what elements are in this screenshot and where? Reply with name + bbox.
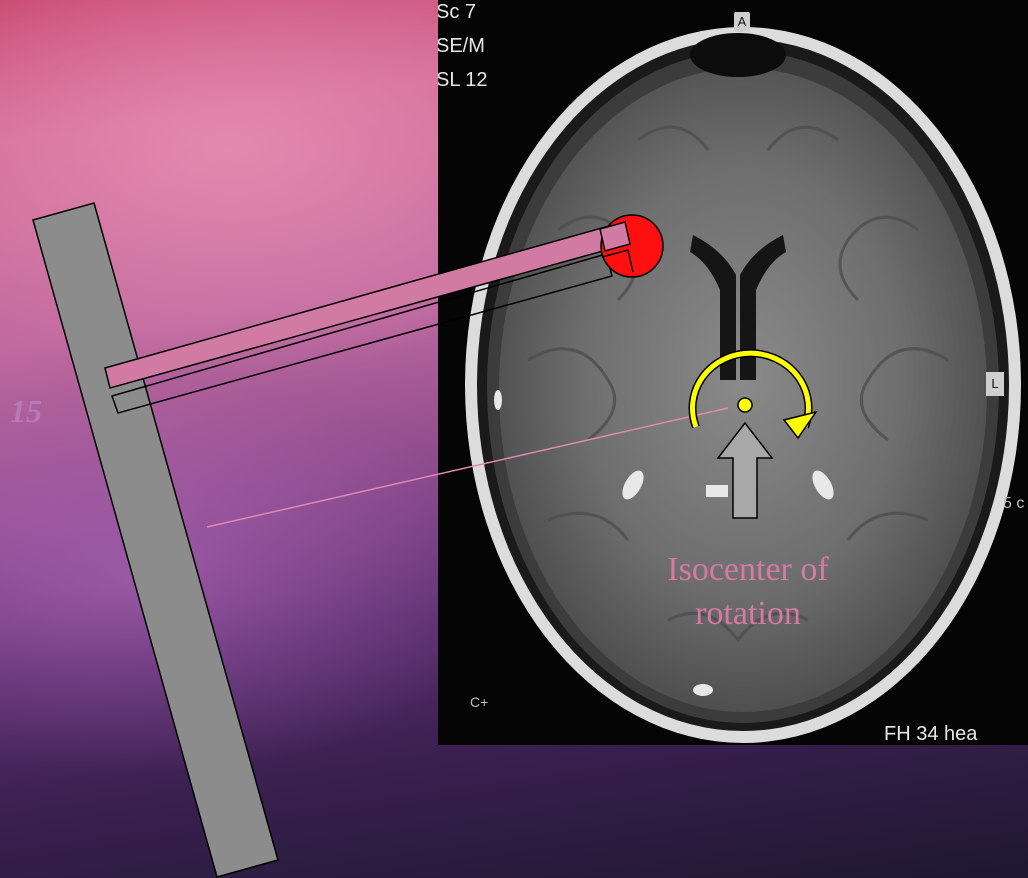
rotation-arrowhead-icon <box>784 412 816 438</box>
couch-arm <box>105 222 628 388</box>
rotation-arrow-icon <box>693 353 809 427</box>
angle-label: 15 <box>10 393 42 430</box>
couch-arm-outline <box>112 254 612 413</box>
up-arrow-icon <box>718 423 772 518</box>
isocenter-label: Isocenter of rotation <box>598 548 898 636</box>
isocenter-label-line2: rotation <box>598 592 898 636</box>
isocenter-label-line1: Isocenter of <box>598 548 898 592</box>
isocenter-dot-icon <box>738 398 752 412</box>
isocenter-pointer-line <box>207 408 728 527</box>
gantry-bar <box>33 203 278 877</box>
